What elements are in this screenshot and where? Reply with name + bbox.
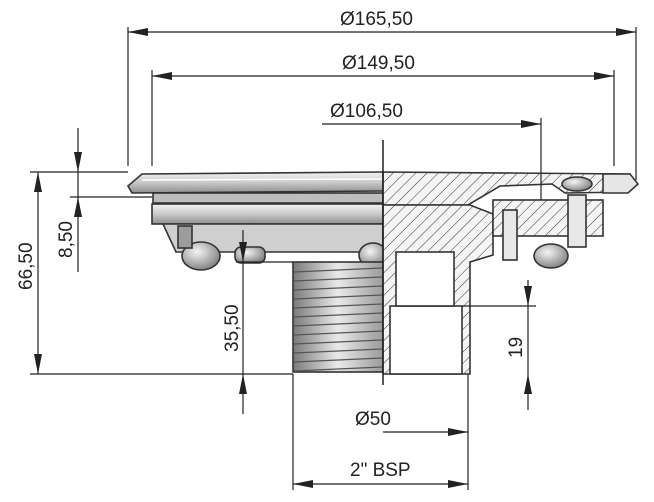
dim-bore-depth: 19	[506, 337, 527, 358]
thread-line	[293, 321, 383, 327]
thread-line	[293, 285, 383, 291]
bolt-left	[181, 241, 221, 271]
side-tab	[177, 225, 193, 249]
insert-1	[502, 209, 518, 261]
thread-line	[293, 330, 383, 336]
thread-line	[293, 312, 383, 318]
top-flange	[126, 171, 384, 194]
insert-2	[567, 194, 587, 248]
dimension-lines	[30, 27, 637, 490]
dim-flange-height: 8,50	[56, 221, 77, 258]
bore-step	[395, 251, 455, 307]
thread-line	[293, 348, 383, 354]
dim-thread-label: 2" BSP	[350, 460, 411, 481]
thread-line	[293, 366, 383, 372]
second-ring	[152, 192, 384, 204]
dim-outer-diameter: Ø165,50	[340, 9, 413, 30]
bore	[389, 305, 463, 375]
thread-line	[293, 339, 383, 345]
thread-line	[293, 303, 383, 309]
thread-lines	[293, 267, 383, 372]
dim-bore-diameter: Ø50	[355, 409, 391, 430]
dim-inner-diameter: Ø106,50	[330, 101, 403, 122]
bolt-section-top	[561, 176, 593, 192]
dim-thread-length: 35,50	[222, 304, 243, 352]
section-lip	[602, 173, 640, 194]
bolt-section	[533, 243, 569, 269]
dim-overall-height: 66,50	[16, 242, 37, 290]
third-ring	[151, 203, 384, 225]
section-view	[382, 171, 640, 375]
thread-line	[293, 267, 383, 273]
thread-line	[293, 294, 383, 300]
thread-line	[293, 276, 383, 282]
thread-line	[293, 357, 383, 363]
exterior-view	[126, 171, 388, 373]
dim-middle-diameter: Ø149,50	[342, 53, 415, 74]
bolt-mid	[234, 246, 266, 264]
